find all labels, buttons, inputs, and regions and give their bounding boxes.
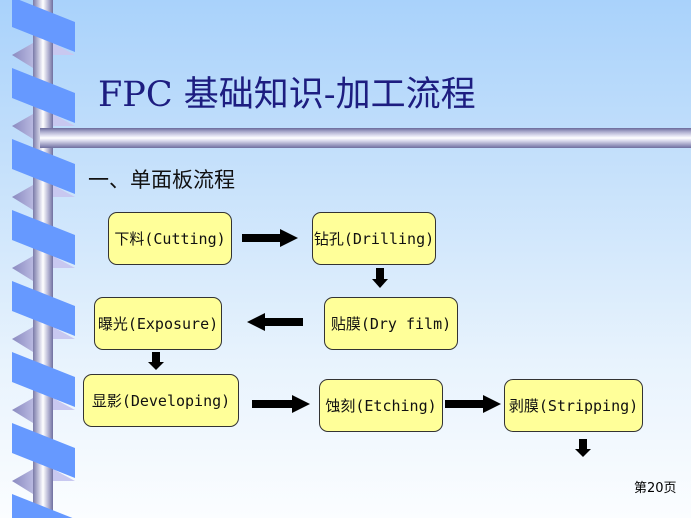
arrow-down-icon [148, 352, 164, 370]
step-stripping: 剥膜(Stripping) [504, 379, 643, 432]
arrow-down-icon [575, 439, 591, 457]
page-number: 第20页 [634, 481, 677, 496]
arrow-right-icon [445, 395, 501, 413]
section-heading: 一、单面板流程 [88, 168, 235, 192]
step-developing: 显影(Developing) [83, 374, 239, 427]
arrow-left-icon [247, 313, 303, 331]
arrow-right-icon [242, 229, 298, 247]
slide-title: FPC 基础知识-加工流程 [98, 75, 476, 115]
step-etching: 蚀刻(Etching) [319, 379, 443, 432]
arrow-down-icon [372, 268, 388, 288]
spiral-binder-decoration [0, 0, 80, 518]
step-drilling: 钻孔(Drilling) [312, 212, 436, 265]
arrow-right-icon [252, 395, 310, 413]
step-exposure: 曝光(Exposure) [94, 297, 222, 350]
step-dry-film: 贴膜(Dry film) [324, 297, 458, 350]
title-divider-bar [40, 128, 691, 148]
step-cutting: 下料(Cutting) [108, 212, 232, 265]
